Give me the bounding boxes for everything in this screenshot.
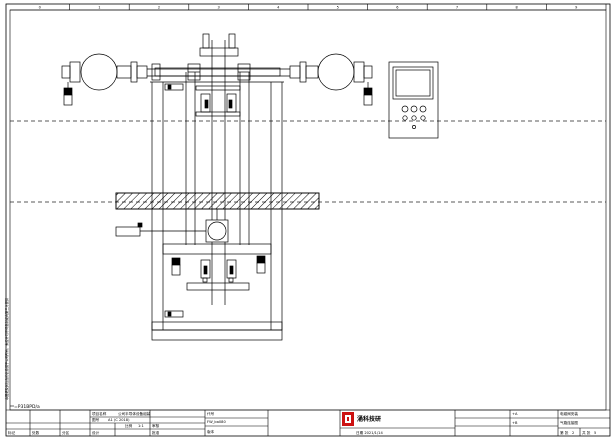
project-label: 项目名称 (92, 411, 107, 416)
company-logo: 涌科技研 (342, 412, 381, 426)
revision-label: 版本 (207, 429, 215, 434)
sensors (63, 82, 373, 276)
sheet-number: 2 (572, 431, 574, 435)
title-block (6, 409, 610, 436)
ruler-number: 0 (39, 6, 41, 10)
sheet-label: 第 张 (560, 430, 569, 435)
row-label-count: 处数 (32, 430, 40, 435)
approve-label: 批准 (152, 430, 160, 435)
company-name: 涌科技研 (357, 415, 381, 423)
center-motor (115, 209, 229, 243)
drawing-value: A1 (C 2018) (108, 418, 130, 422)
horizontal-shaft-assembly (61, 53, 373, 91)
designer-label: 设计 (92, 430, 100, 435)
drawing-ref: =P31BPD/a (14, 404, 40, 410)
control-panel (388, 61, 439, 139)
ruler-number: 4 (277, 6, 280, 10)
inner-frame (9, 9, 607, 411)
ruler-number: 6 (396, 6, 398, 10)
bottom-gripper (200, 259, 237, 283)
ruler-number: 5 (337, 6, 339, 10)
row-label-zone: 分区 (62, 430, 70, 435)
code-value: FW_ba080 (207, 420, 226, 424)
project-value: 公司半导体设备组装 (118, 411, 151, 416)
drawing-label: 图号 (92, 417, 100, 422)
row-label-mark: 标记 (8, 430, 16, 435)
right-code-b: +B (512, 421, 518, 425)
right-title-1: 电磁阀安装 (560, 411, 578, 416)
ruler-number: 2 (158, 6, 160, 10)
date-value: 日期 2021/1/14 (356, 430, 383, 435)
total-label: 共 张 (582, 430, 591, 435)
scale-label: 比例 (125, 423, 133, 428)
ruler-number: 8 (515, 6, 517, 10)
code-label: 代号 (207, 411, 215, 416)
small-cylinders (164, 83, 184, 318)
ruler-number: 3 (217, 6, 219, 10)
ruler-number: 7 (456, 6, 458, 10)
hatched-plate (115, 192, 320, 210)
checker-label: 审核 (152, 423, 160, 428)
right-code-a: +A (512, 412, 518, 416)
ruler-number: 9 (575, 6, 577, 10)
side-note: 本图纸及其包含的信息属于公司所有，未经许可不得复制或向第三方提供 (4, 297, 9, 400)
right-title-2: 气路连接图 (560, 420, 578, 425)
outer-frame (5, 3, 611, 437)
sheet-total: 5 (594, 431, 596, 435)
title-block-text: 标记 处数 分区 项目名称 公司半导体设备组装 图号 A1 (C 2018) 比… (8, 411, 596, 435)
top-ruler: 0 1 2 3 4 5 6 7 8 9 (10, 4, 607, 11)
ruler-number: 1 (98, 6, 100, 10)
top-gripper (199, 33, 239, 113)
scale-value: 1:1 (138, 424, 144, 428)
